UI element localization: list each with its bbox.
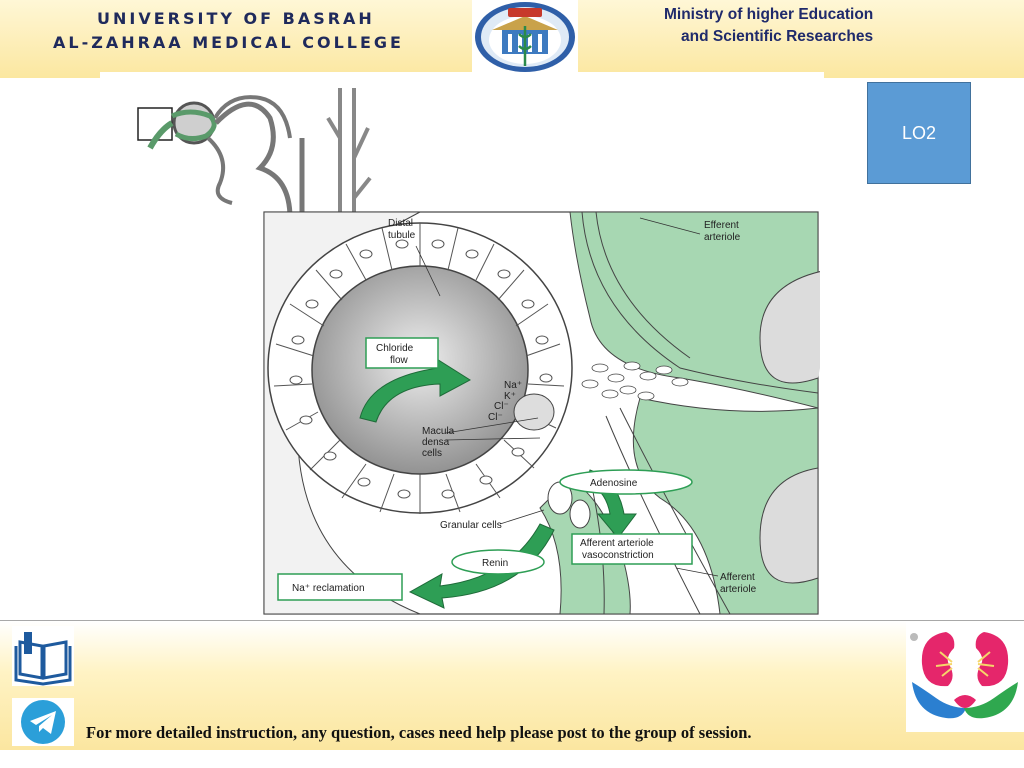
chloride-flow-box <box>365 337 439 369</box>
label-na-reclamation: Na⁺ reclamation <box>292 583 365 594</box>
telegram-icon[interactable] <box>12 698 74 746</box>
macula-densa-transporter <box>513 393 555 431</box>
ministry-line-1: Ministry of higher Education <box>664 6 874 23</box>
label-afferent-vc-2: vasoconstriction <box>582 550 654 561</box>
label-granular-cells: Granular cells <box>440 520 502 531</box>
label-afferent-1: Afferent <box>720 572 755 583</box>
label-distal-tubule-2: tubule <box>388 230 416 241</box>
label-macula-1: Macula <box>422 426 455 437</box>
label-cl-1: Cl⁻ <box>494 401 509 412</box>
label-renin: Renin <box>482 558 508 569</box>
kidney-care-logo <box>906 622 1024 732</box>
mesangial-cells <box>581 361 689 401</box>
label-chloride-2: flow <box>390 355 409 366</box>
label-cl-2: Cl⁻ <box>488 412 503 423</box>
tubule-lumen <box>311 265 529 475</box>
label-afferent-vc-1: Afferent arteriole <box>580 538 654 549</box>
ministry-line-2: and Scientific Researches <box>681 28 874 45</box>
chloride-flow-arrow <box>359 354 471 423</box>
label-afferent-2: arteriole <box>720 584 757 595</box>
college-seal-icon <box>475 2 575 72</box>
label-na: Na⁺ <box>504 380 522 391</box>
adenosine-box <box>559 469 693 495</box>
footer-instruction: For more detailed instruction, any quest… <box>86 723 752 742</box>
label-distal-tubule-1: Distal <box>388 218 413 229</box>
granular-cells-group <box>547 481 591 529</box>
header-ministry: Ministry of higher Education and Scienti… <box>578 0 1024 78</box>
label-macula-3: cells <box>422 448 442 459</box>
university-name: UNIVERSITY OF BASRAH <box>97 9 375 28</box>
afferent-vasoconstriction-box <box>571 533 693 565</box>
juxtaglomerular-diagram: Distal tubule Efferent arteriole Chlorid… <box>137 88 820 615</box>
label-efferent-2: arteriole <box>704 232 741 243</box>
header-university: UNIVERSITY OF BASRAH AL-ZAHRAA MEDICAL C… <box>0 0 472 78</box>
college-name: AL-ZAHRAA MEDICAL COLLEGE <box>53 33 404 52</box>
label-efferent-1: Efferent <box>704 220 739 231</box>
label-k: K⁺ <box>504 391 516 402</box>
na-reclamation-box <box>277 573 403 601</box>
header-divider <box>100 72 824 78</box>
learning-objective-badge: LO2 <box>867 82 971 184</box>
label-chloride-1: Chloride <box>376 343 414 354</box>
college-logo <box>472 0 578 74</box>
label-adenosine: Adenosine <box>590 478 638 489</box>
footer-bar <box>0 620 1024 750</box>
renin-box <box>451 549 545 575</box>
book-icon[interactable] <box>12 626 74 686</box>
label-macula-2: densa <box>422 437 450 448</box>
